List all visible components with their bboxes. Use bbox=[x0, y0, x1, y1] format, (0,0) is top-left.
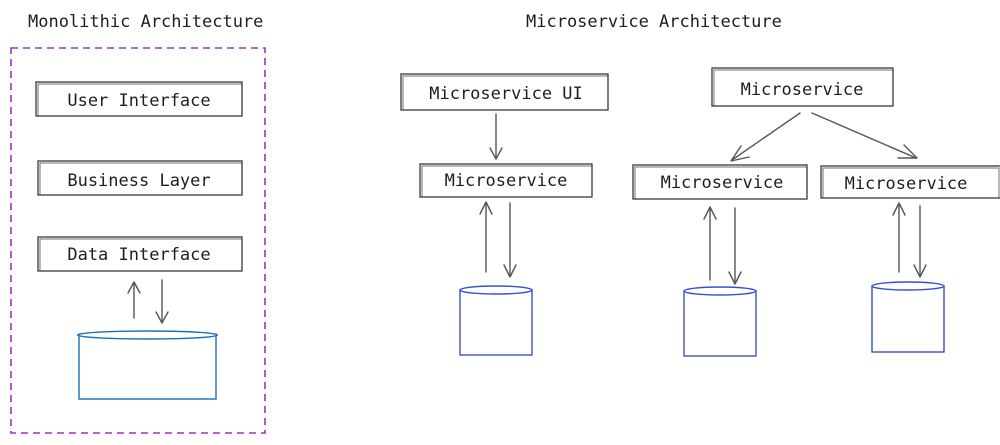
middle-service-arrow-down bbox=[728, 207, 742, 285]
left-service-arrow-up bbox=[479, 201, 493, 273]
left-service-arrow-down bbox=[503, 202, 517, 278]
top-to-child-arrow-right bbox=[811, 112, 918, 159]
monolith-arrow-up bbox=[127, 281, 141, 319]
microservice-database-2 bbox=[683, 286, 757, 357]
microservice-box-right: Microservice bbox=[820, 165, 1000, 199]
microservice-right-label: Microservice bbox=[845, 174, 968, 194]
ui-to-service-arrow bbox=[489, 113, 503, 160]
right-service-arrow-down bbox=[913, 205, 927, 278]
microservice-middle-label: Microservice bbox=[661, 173, 784, 193]
monolith-title: Monolithic Architecture bbox=[28, 12, 263, 32]
monolith-database bbox=[76, 330, 219, 400]
microservice-ui-box: Microservice UI bbox=[400, 73, 609, 111]
microservice-title: Microservice Architecture bbox=[526, 12, 782, 32]
microservice-database-1 bbox=[459, 285, 533, 356]
monolith-layer-data-interface: Data Interface bbox=[37, 236, 243, 272]
monolith-boundary bbox=[10, 47, 266, 434]
microservice-database-3 bbox=[871, 281, 945, 353]
layer-label: Business Layer bbox=[67, 171, 210, 191]
layer-label: Data Interface bbox=[67, 245, 210, 265]
middle-service-arrow-up bbox=[703, 206, 717, 281]
layer-label: User Interface bbox=[67, 91, 210, 111]
microservice-box-top: Microservice bbox=[711, 67, 894, 107]
monolith-layer-business: Business Layer bbox=[37, 160, 243, 196]
top-to-child-arrow-left bbox=[730, 112, 801, 162]
monolith-arrow-down bbox=[155, 279, 169, 324]
microservice-ui-label: Microservice UI bbox=[429, 84, 583, 104]
monolith-layer-user-interface: User Interface bbox=[35, 81, 243, 117]
microservice-box-middle: Microservice bbox=[632, 164, 808, 200]
microservice-top-label: Microservice bbox=[741, 80, 864, 100]
right-service-arrow-up bbox=[892, 202, 906, 273]
microservice-box-left: Microservice bbox=[419, 163, 593, 198]
microservice-label: Microservice bbox=[445, 171, 568, 191]
